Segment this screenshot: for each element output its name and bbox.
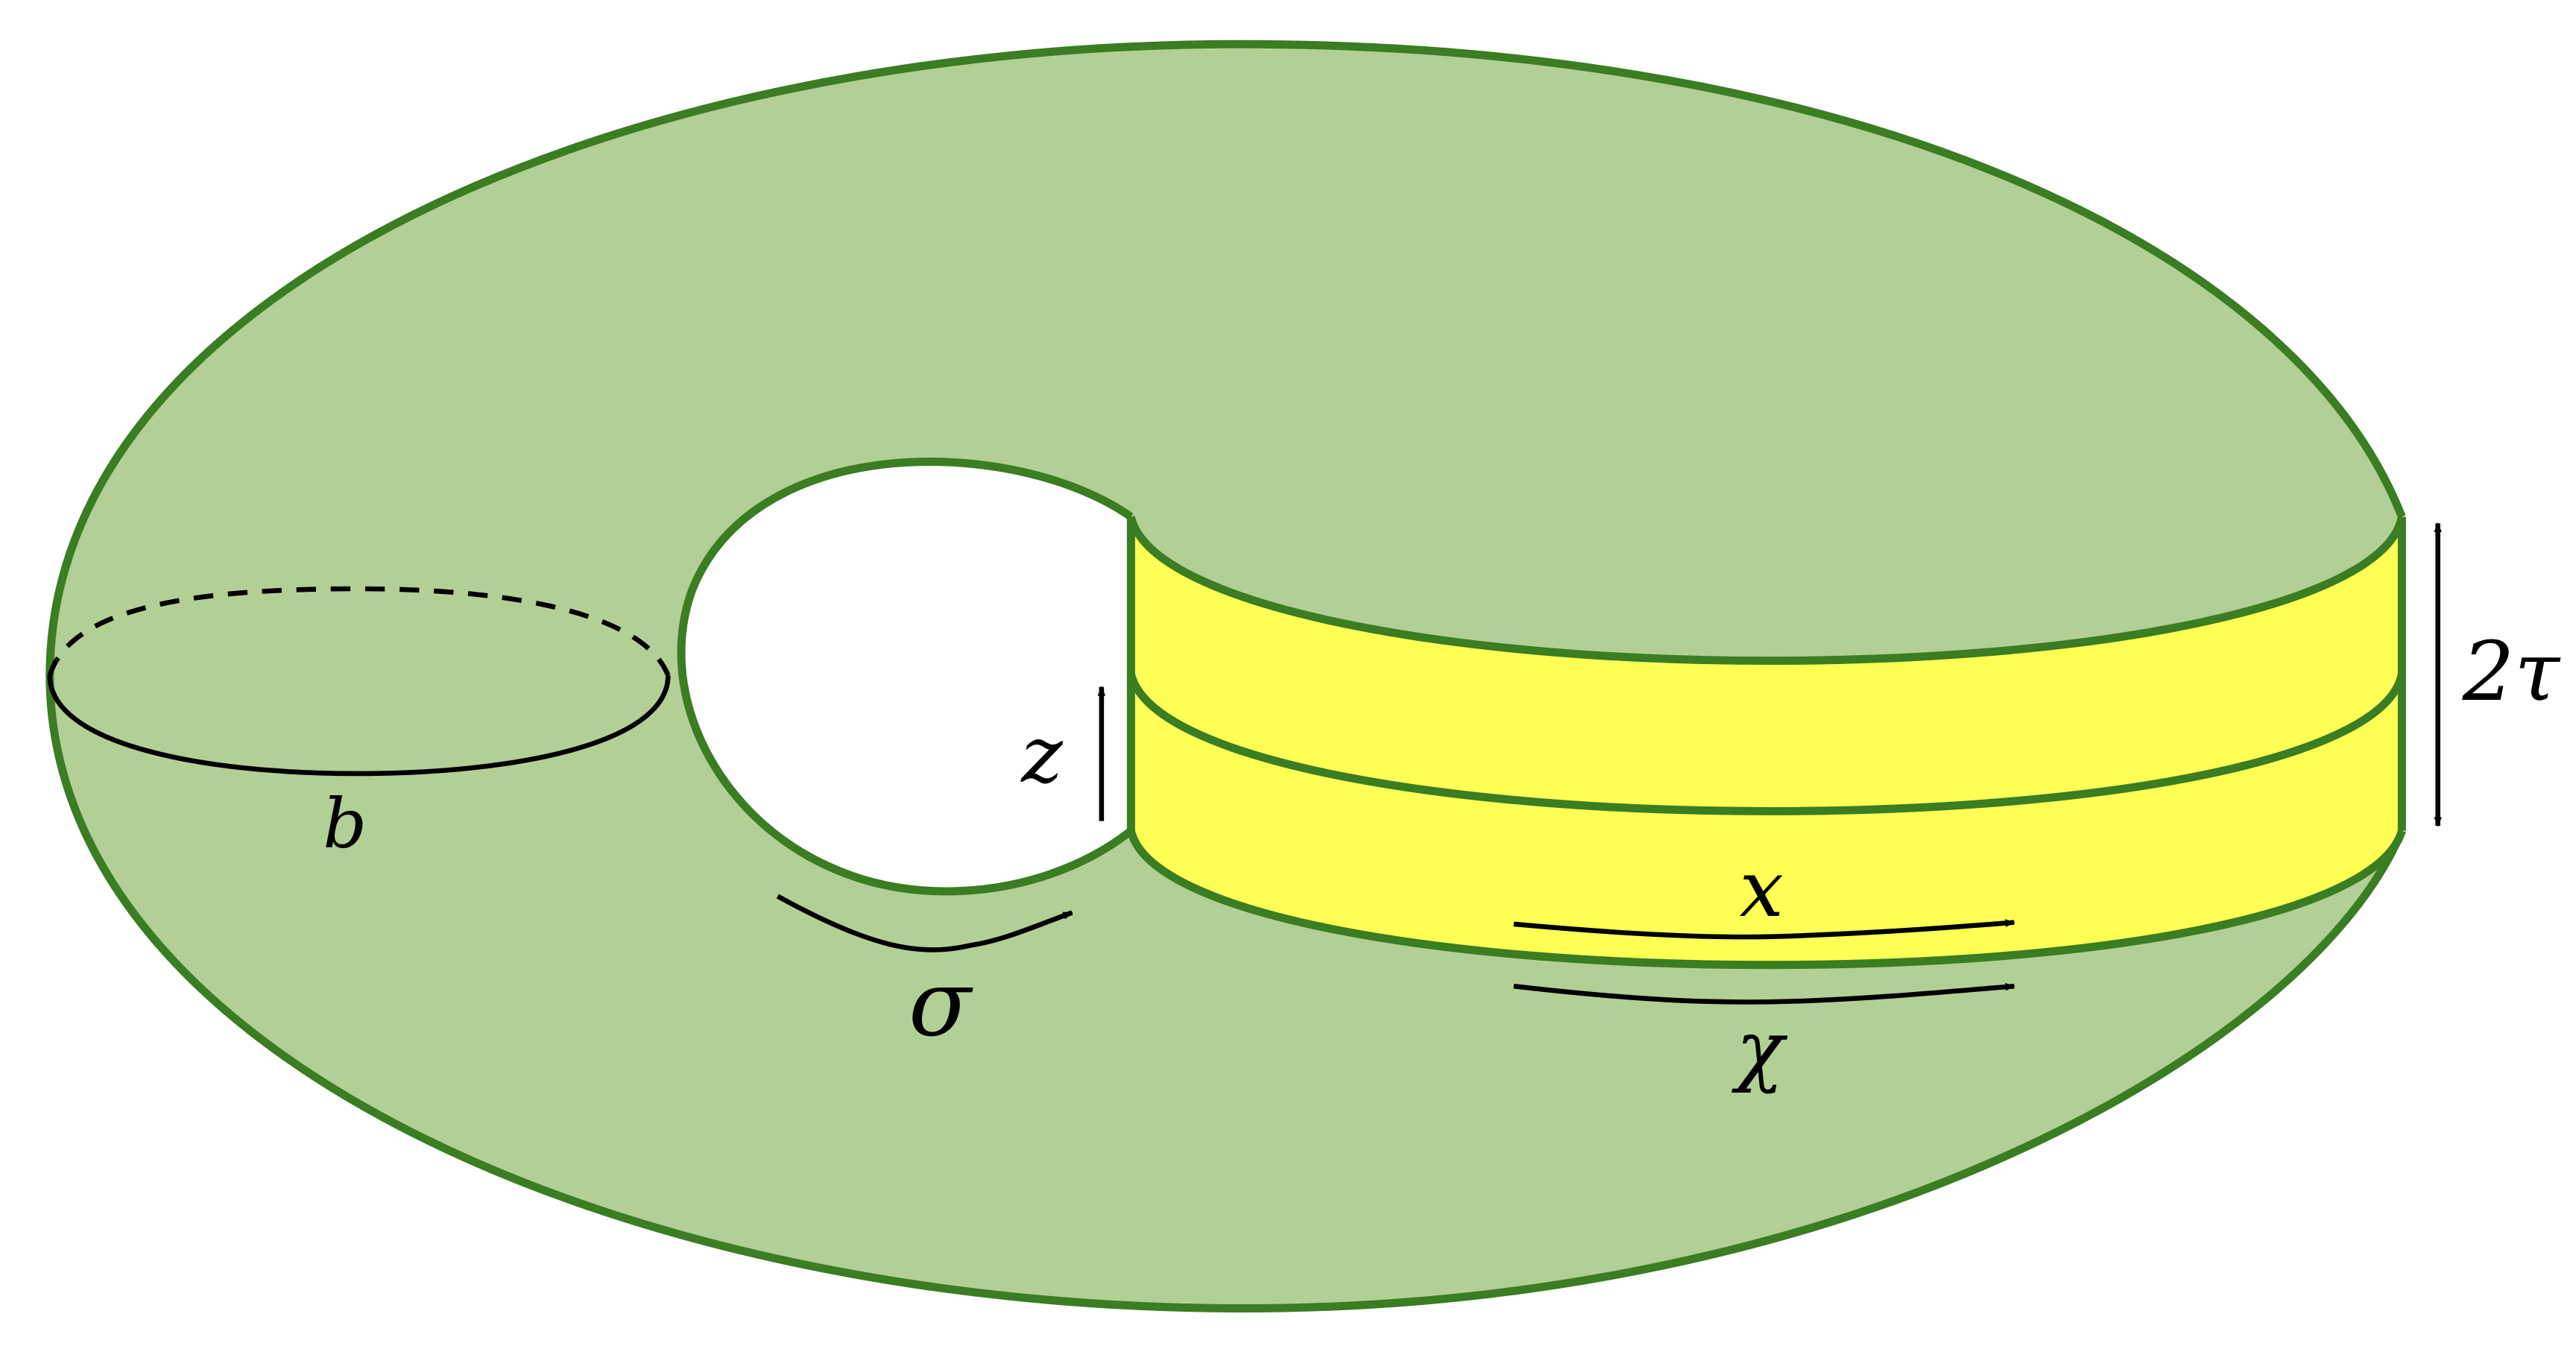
x-arrow [1513,919,2015,940]
label-z: z [1020,709,1063,800]
cycle-b-front-arc [47,675,671,777]
label-chi: χ [1731,1003,1788,1095]
label-two-tau: 2τ [2462,624,2562,719]
band-top-curve [1126,516,2406,666]
cycle-b-hidden-arc [47,586,671,677]
chi-arrow [1513,982,2015,1005]
sigma-arrow [776,894,1073,952]
band-middle-curve [1126,672,2406,815]
torus-inner-hole-edge [677,458,1134,896]
label-sigma: σ [909,950,973,1057]
yellow-band [1131,516,2402,965]
band-bottom-curve [1126,830,2406,970]
label-x: x [1740,843,1784,935]
label-b: b [323,783,367,864]
